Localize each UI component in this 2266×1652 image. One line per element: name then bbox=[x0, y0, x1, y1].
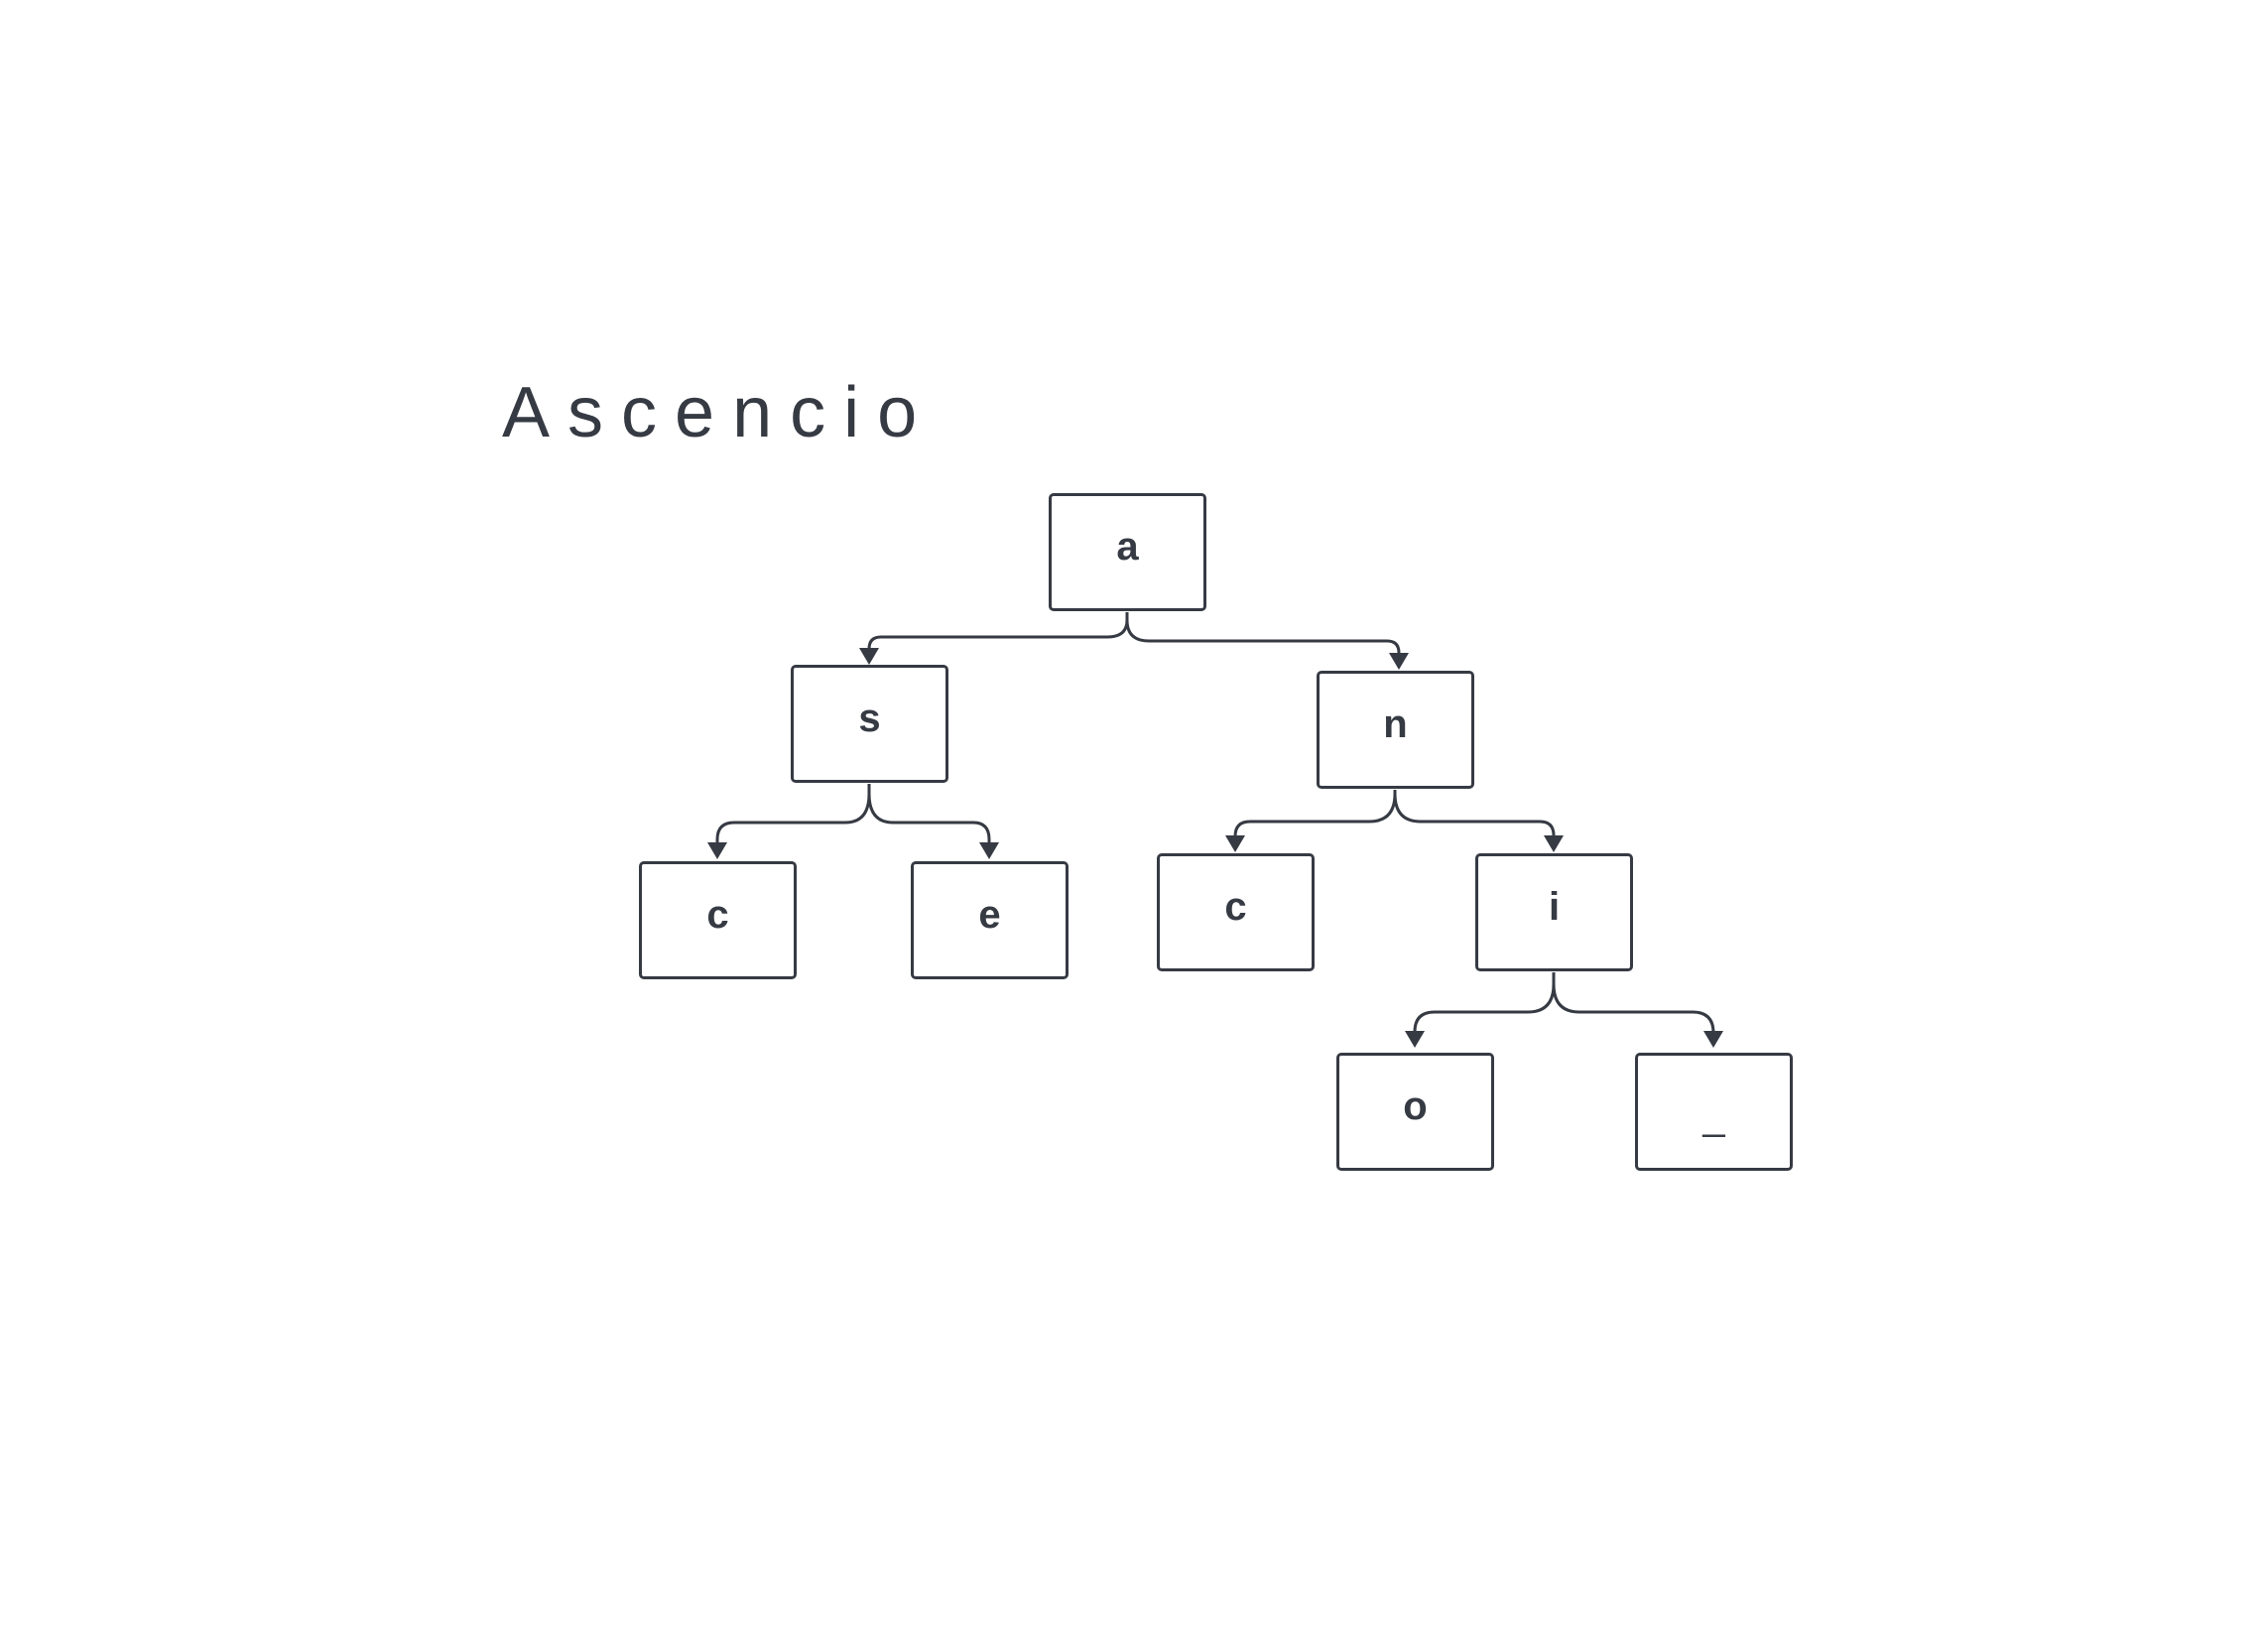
node-e[interactable]: e bbox=[911, 861, 1069, 979]
edge-s-e bbox=[867, 784, 991, 845]
diagram-title: Ascencio bbox=[502, 373, 936, 452]
node-s[interactable]: s bbox=[791, 665, 948, 783]
node-underscore-label: _ bbox=[1702, 1093, 1725, 1138]
node-i[interactable]: i bbox=[1475, 853, 1633, 971]
arrowhead-i-o bbox=[1405, 1031, 1425, 1048]
node-o[interactable]: o bbox=[1336, 1053, 1494, 1171]
node-s-label: s bbox=[858, 696, 881, 740]
node-o-label: o bbox=[1403, 1083, 1428, 1128]
arrowhead-n-c bbox=[1225, 835, 1245, 852]
arrowhead-a-s bbox=[859, 648, 879, 665]
edge-a-s bbox=[867, 612, 1129, 651]
edge-i-o bbox=[1413, 972, 1556, 1034]
node-c-left[interactable]: c bbox=[639, 861, 797, 979]
node-e-label: e bbox=[978, 892, 1001, 937]
edge-s-c bbox=[715, 784, 871, 845]
node-underscore[interactable]: _ bbox=[1635, 1053, 1793, 1171]
node-i-label: i bbox=[1548, 884, 1561, 929]
arrowhead-i-underscore bbox=[1703, 1031, 1723, 1048]
edge-n-c bbox=[1233, 790, 1397, 838]
arrowhead-n-i bbox=[1544, 835, 1564, 852]
node-a[interactable]: a bbox=[1049, 493, 1206, 611]
edge-i-underscore bbox=[1552, 972, 1715, 1034]
edge-n-i bbox=[1393, 790, 1556, 838]
edge-a-n bbox=[1125, 612, 1401, 656]
arrowhead-s-c bbox=[707, 842, 727, 859]
node-n[interactable]: n bbox=[1317, 671, 1474, 789]
node-n-label: n bbox=[1383, 701, 1408, 746]
node-c-left-label: c bbox=[706, 892, 729, 937]
node-c-right-label: c bbox=[1224, 884, 1247, 929]
arrowhead-a-n bbox=[1389, 653, 1409, 670]
node-c-right[interactable]: c bbox=[1157, 853, 1315, 971]
node-a-label: a bbox=[1116, 524, 1139, 569]
arrowhead-s-e bbox=[979, 842, 999, 859]
